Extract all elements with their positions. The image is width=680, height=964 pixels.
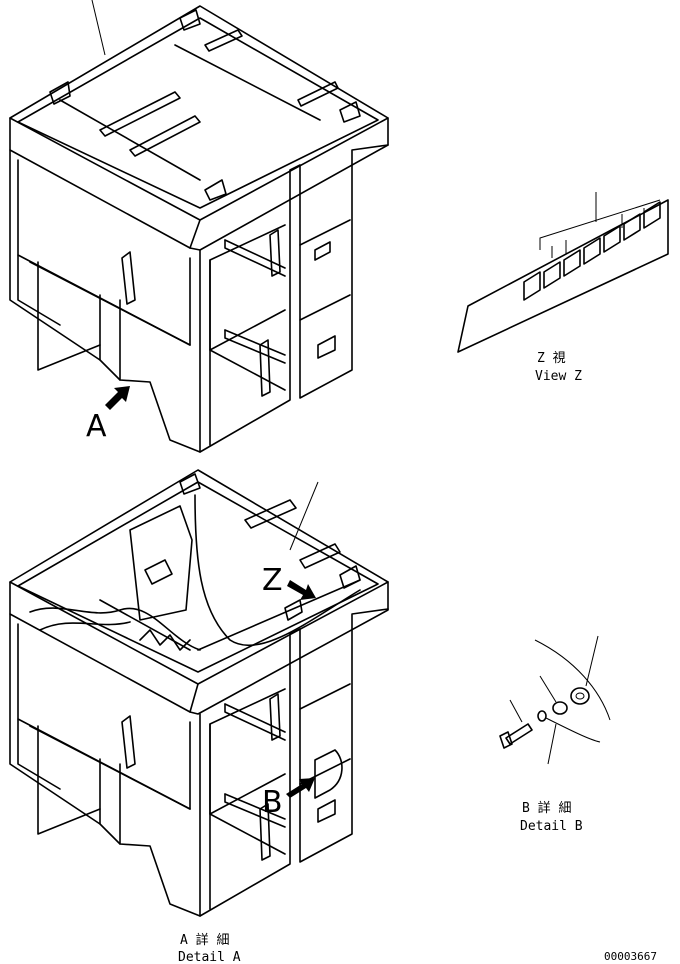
detail-b-view: B 詳 細 Detail B [499,635,611,834]
view-z-label-jp: Z 視 [537,351,566,366]
label-z: Z [262,563,283,598]
cab-detail-a-view: Z B A 詳 細 Detail A [9,469,389,964]
drawing-part-number: 00003667 [604,950,657,963]
view-arrow-z [287,580,316,600]
cab-main-view: A [9,0,389,453]
view-arrow-a [105,386,130,410]
label-b: B [262,785,283,820]
view-z-label-en: View Z [535,369,582,384]
label-a: A [86,409,107,444]
detail-a-label-en: Detail A [178,950,241,964]
detail-b-label-jp: B 詳 細 [522,800,571,816]
detail-arrow-b [286,778,315,798]
detail-b-label-en: Detail B [520,819,583,834]
decal-letters [523,201,661,301]
view-z-decal: Z 視 View Z [457,192,669,384]
detail-a-label-jp: A 詳 細 [180,932,229,948]
